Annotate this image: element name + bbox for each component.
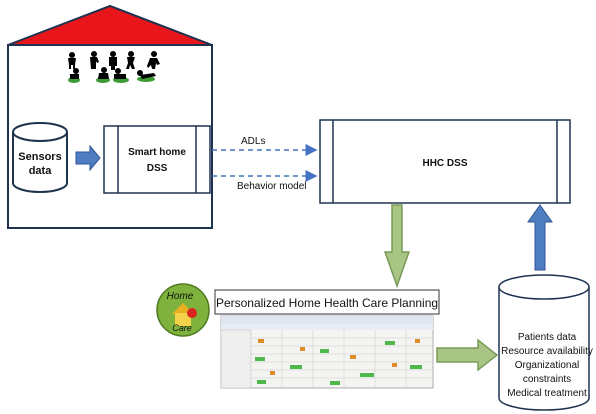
behavior-model-link: Behavior model <box>212 170 318 192</box>
planning-to-database-arrow <box>436 338 499 372</box>
planning-schedule-screenshot <box>220 315 434 389</box>
person-icon <box>126 51 135 69</box>
hhc-to-planning-arrow <box>383 204 411 289</box>
sensors-to-dss-arrow <box>75 144 101 172</box>
hhc-dss-label: HHC DSS <box>422 158 467 169</box>
database-item: Patients data <box>518 332 577 343</box>
sensors-label-line2: data <box>29 165 53 177</box>
person-icon <box>96 67 110 83</box>
constraints-database-cylinder: Patients data Resource availability Orga… <box>498 274 593 411</box>
home-care-logo-line1: Home <box>167 291 194 302</box>
planning-title-box: Personalized Home Health Care Planning <box>214 289 440 315</box>
person-icon <box>68 68 80 83</box>
person-icon <box>68 52 76 69</box>
person-icon <box>109 51 117 70</box>
person-icon <box>137 70 156 82</box>
database-to-hhc-arrow <box>527 204 553 271</box>
database-item: Resource availability <box>501 346 593 357</box>
hhc-dss-box: HHC DSS <box>319 119 571 204</box>
database-item: Organizational <box>515 360 579 371</box>
smart-home-dss-box: Smart home DSS <box>103 125 211 194</box>
person-icon <box>113 68 129 83</box>
adls-label: ADLs <box>241 136 265 147</box>
home-care-logo-line2: Care <box>172 323 192 333</box>
smart-home-house <box>7 4 213 229</box>
sensors-label-line1: Sensors <box>18 151 61 163</box>
planning-title: Personalized Home Health Care Planning <box>216 296 438 310</box>
database-item: constraints <box>523 374 571 385</box>
sensors-data-cylinder: Sensors data <box>12 122 68 193</box>
behavior-model-label: Behavior model <box>237 181 306 192</box>
activity-people-icons <box>68 51 160 83</box>
home-care-logo: Home Care <box>156 283 210 337</box>
person-icon <box>90 51 99 69</box>
smart-home-dss-label-line2: DSS <box>147 163 168 174</box>
house-roof <box>7 4 213 46</box>
adls-link: ADLs <box>212 136 318 156</box>
person-icon <box>147 51 160 69</box>
smart-home-dss-label-line1: Smart home <box>128 147 186 158</box>
database-item: Medical treatment <box>507 388 587 399</box>
